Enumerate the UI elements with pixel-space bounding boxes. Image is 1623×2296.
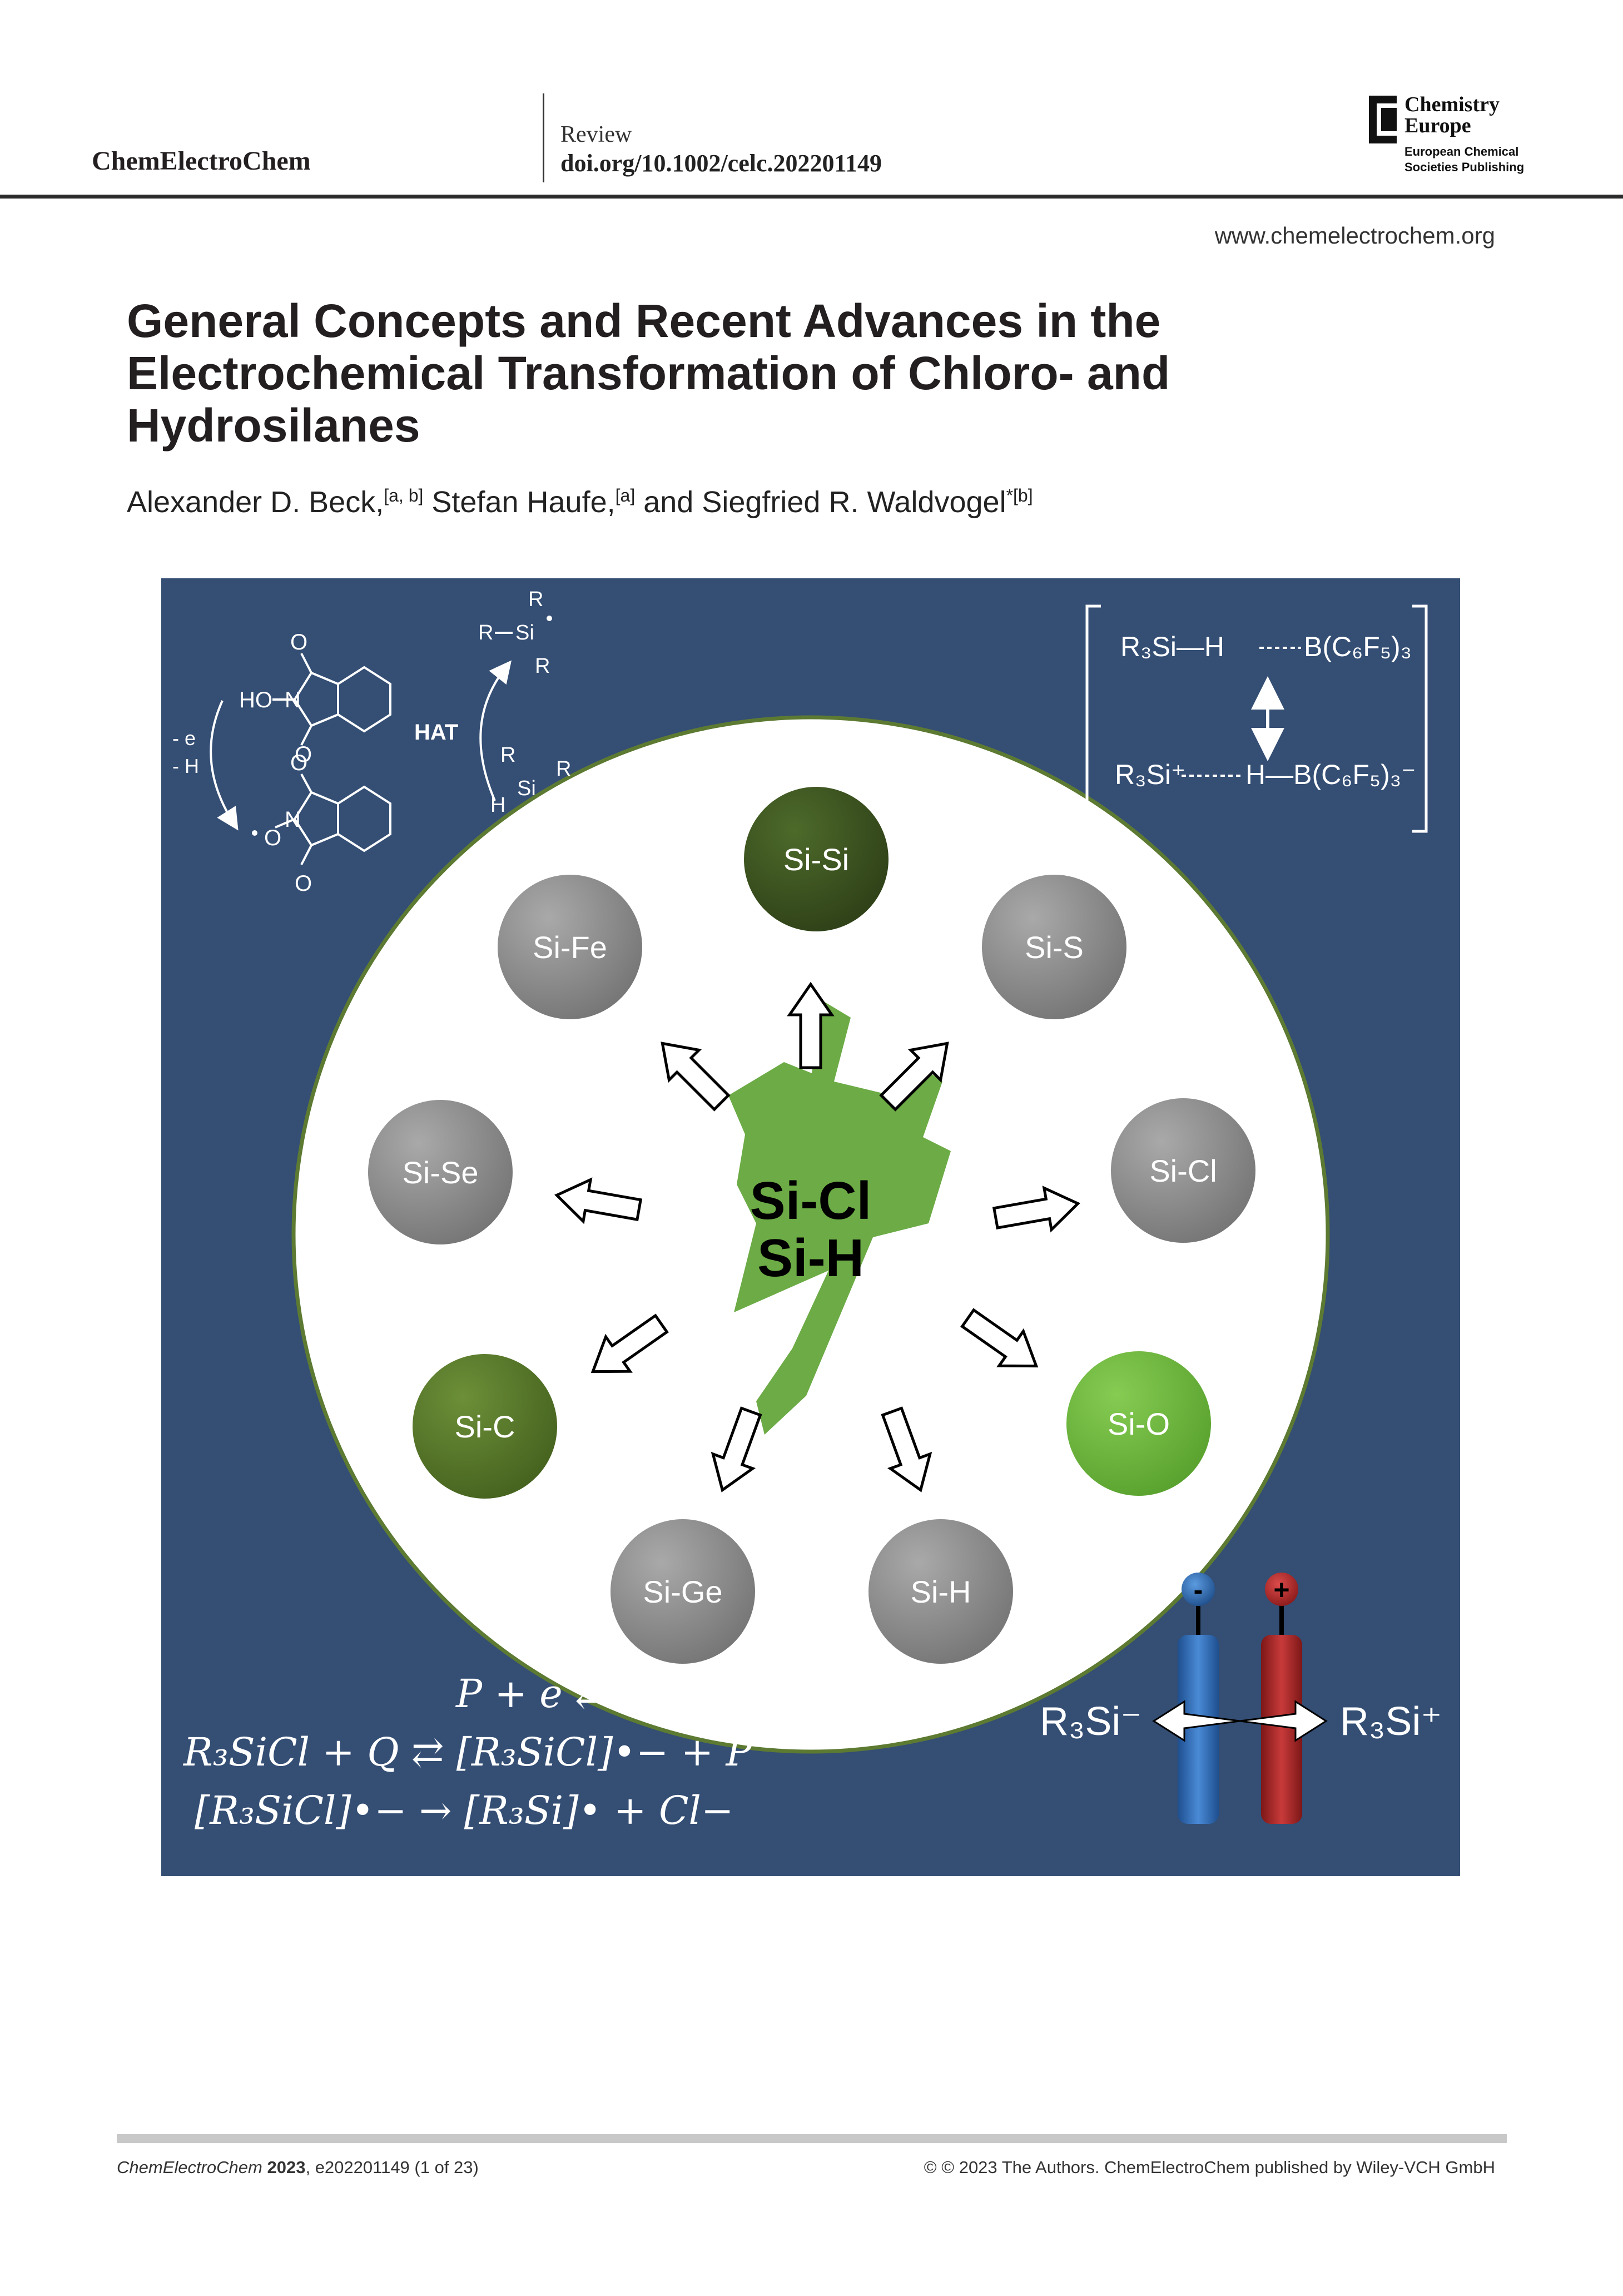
doi-link[interactable]: doi.org/10.1002/celc.202201149 [560,150,882,177]
author-name: and Siegfried R. Waldvogel [643,485,1006,519]
footer-copyright: © © 2023 The Authors. ChemElectroChem pu… [924,2158,1495,2177]
atom-o: O [295,742,312,767]
node-si-s: Si-S [982,875,1126,1019]
positive-sign: + [1273,1574,1289,1605]
atom-o: O [264,826,281,850]
node-si-si: Si-Si [744,787,889,931]
footer-year: 2023 [267,2158,306,2177]
node-label: Si-O [1108,1406,1170,1441]
atom-ho: HO [239,688,272,712]
author-affiliation: *[b] [1006,485,1033,505]
journal-website[interactable]: www.chemelectrochem.org [1214,222,1495,249]
node-si-c: Si-C [413,1354,557,1499]
cathode [1178,1635,1219,1824]
atom-o: O [295,871,312,896]
arrow-to-si-ge [711,1406,762,1492]
equation-1: P + e ⇄ Q [455,1671,652,1717]
arrow-to-si-fe [661,1042,731,1112]
logo-title-line1: Chemistry [1404,93,1500,116]
arrow-to-si-si [787,981,835,1069]
atom-o: O [290,751,307,775]
journal-name: ChemElectroChem [92,146,311,176]
equation-3: [R₃SiCl]•− → [R₃Si]• + Cl− [195,1788,734,1833]
negative-terminal-icon [1182,1573,1215,1606]
hat-label: HAT [414,720,458,745]
atom-o: O [290,630,307,654]
substituent-r: R [546,799,561,822]
author-affiliation: [a, b] [384,485,424,505]
atom-h: H [490,794,505,817]
positive-terminal-icon [1265,1573,1298,1606]
toc-graphic: Si-Cl Si-H Si-Si Si-S Si-Cl Si-O [161,578,1460,1876]
logo-subtitle-line1: European Chemical [1404,145,1519,158]
node-label: Si-H [911,1574,971,1609]
article-type: Review [560,122,632,147]
arrow-to-si-s [879,1042,949,1112]
proton-loss-label: - H [172,755,199,777]
arrow-to-si-h [881,1406,932,1492]
lewis-bottom-left: R₃Si⁺ [1115,759,1185,790]
substituent-r: R [528,588,543,611]
node-si-o: Si-O [1066,1351,1211,1496]
node-label: Si-C [455,1409,515,1444]
arrow-to-si-cl [992,1186,1080,1233]
node-si-ge: Si-Ge [611,1519,755,1664]
logo-title-line2: Europe [1404,114,1471,137]
hat-scheme: O O N HO O O N O - e - H HAT R R Si R R … [172,588,571,896]
atom-n: N [285,807,301,832]
electrode-cell: - + R₃Si⁻ R₃Si⁺ [1040,1573,1442,1824]
node-label: Si-Se [403,1155,479,1190]
lewis-top-right: B(C₆F₅)₃ [1304,631,1412,662]
arrow-to-si-se [554,1177,643,1224]
header-divider [543,93,544,182]
footer-journal: ChemElectroChem [117,2158,262,2177]
toc-graphic-svg: Si-Cl Si-H Si-Si Si-S Si-Cl Si-O [161,578,1460,1876]
anode [1261,1635,1302,1824]
equation-2: R₃SiCl + Q ⇄ [R₃SiCl]•− + P [182,1729,753,1775]
negative-sign: - [1194,1574,1203,1605]
arrow-to-si-o [960,1308,1039,1368]
header-rule [0,195,1623,199]
node-si-se: Si-Se [368,1100,513,1244]
center-label-sicl: Si-Cl [750,1171,872,1231]
footer-citation-text: , e202201149 (1 of 23) [305,2158,479,2177]
node-si-cl: Si-Cl [1111,1098,1255,1243]
node-label: Si-Ge [643,1574,722,1609]
lewis-pair-scheme: R₃Si—H B(C₆F₅)₃ R₃Si⁺ H—B(C₆F₅)₃⁻ [1085,604,1428,833]
silyl-cation-label: R₃Si⁺ [1340,1699,1442,1744]
electron-loss-label: - e [172,727,196,750]
footer-rule [117,2134,1507,2143]
substituent-r: R [535,654,550,678]
author-name: Alexander D. Beck, [127,485,384,519]
node-label: Si-Fe [533,930,607,965]
author-affiliation: [a] [615,485,636,505]
article-title: General Concepts and Recent Advances in … [127,295,1170,452]
lewis-bottom-right: H—B(C₆F₅)₃⁻ [1245,759,1416,790]
chemistry-europe-logo: Chemistry Europe European Chemical Socie… [1369,93,1536,182]
substituent-r: R [556,757,571,781]
atom-si: Si [517,777,536,800]
center-label-sih: Si-H [757,1228,864,1288]
atom-n: N [285,688,301,712]
atom-si: Si [515,621,534,644]
substituent-r: R [478,621,493,644]
author-name: Stefan Haufe, [431,485,616,519]
footer-citation: ChemElectroChem 2023, e202201149 (1 of 2… [117,2158,479,2178]
arrow-to-anode [1239,1700,1328,1742]
node-si-fe: Si-Fe [498,875,642,1019]
logo-subtitle-line2: Societies Publishing [1404,160,1525,174]
node-label: Si-Cl [1149,1153,1217,1188]
lewis-top-left: R₃Si—H [1120,631,1224,662]
node-label: Si-Si [783,842,849,877]
chemistry-europe-logo-icon [1369,96,1397,143]
arrow-to-si-c [590,1313,669,1373]
silyl-anion-label: R₃Si⁻ [1040,1699,1141,1744]
node-si-h: Si-H [868,1519,1013,1664]
substituent-r: R [500,743,515,767]
node-label: Si-S [1025,930,1084,965]
author-list: Alexander D. Beck,[a, b] Stefan Haufe,[a… [127,485,1033,519]
